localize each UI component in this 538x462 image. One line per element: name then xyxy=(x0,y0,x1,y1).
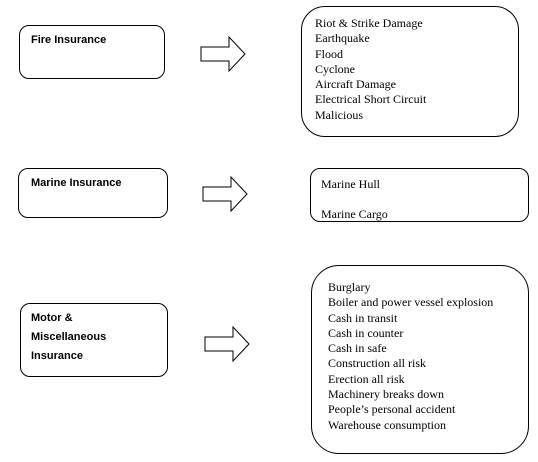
list-item: Electrical Short Circuit xyxy=(315,92,427,107)
motor-misc-coverage-list: Burglary Boiler and power vessel explosi… xyxy=(328,280,493,433)
list-item: Malicious xyxy=(315,107,363,122)
list-item: Cyclone xyxy=(315,61,355,76)
list-item: Construction all risk xyxy=(328,356,426,371)
list-item: Burglary xyxy=(328,280,371,294)
list-item: Marine Cargo xyxy=(321,207,388,222)
list-item: Boiler and power vessel explosion xyxy=(328,295,494,310)
label-line: Insurance xyxy=(31,350,83,362)
fire-insurance-label: Fire Insurance xyxy=(31,34,107,46)
list-item: Earthquake xyxy=(315,31,370,46)
list-item: Flood xyxy=(315,46,344,61)
list-item: Marine Hull xyxy=(321,177,380,191)
label-line: Miscellaneous xyxy=(31,331,107,343)
list-item: People’s personal accident xyxy=(328,402,456,417)
fire-coverage-box xyxy=(301,6,519,137)
arrow-right-icon xyxy=(202,176,248,213)
list-item: Machinery breaks down xyxy=(328,387,444,402)
list-item: Cash in safe xyxy=(328,341,387,356)
motor-misc-insurance-box xyxy=(20,303,168,377)
list-item: Erection all risk xyxy=(328,371,405,386)
list-item: Aircraft Damage xyxy=(315,77,396,92)
motor-misc-coverage-box xyxy=(311,265,529,454)
list-item: Riot & Strike Damage xyxy=(315,16,423,30)
list-item: Cash in counter xyxy=(328,325,404,340)
list-item: Warehouse consumption xyxy=(328,417,447,432)
marine-coverage-list: Marine Hull Marine Cargo xyxy=(321,177,388,222)
fire-insurance-box xyxy=(19,25,165,79)
label-line: Motor & xyxy=(31,312,73,324)
marine-insurance-box xyxy=(18,168,168,218)
list-item: Cash in transit xyxy=(328,310,398,325)
marine-coverage-box: Marine Hull Marine Cargo xyxy=(310,168,529,222)
list-item xyxy=(321,192,388,207)
marine-insurance-label: Marine Insurance xyxy=(31,177,122,189)
motor-misc-insurance-label: Motor & Miscellaneous Insurance xyxy=(31,309,106,366)
arrow-right-icon xyxy=(200,36,246,73)
fire-coverage-list: Riot & Strike Damage Earthquake Flood Cy… xyxy=(315,16,426,123)
arrow-right-icon xyxy=(204,326,250,363)
